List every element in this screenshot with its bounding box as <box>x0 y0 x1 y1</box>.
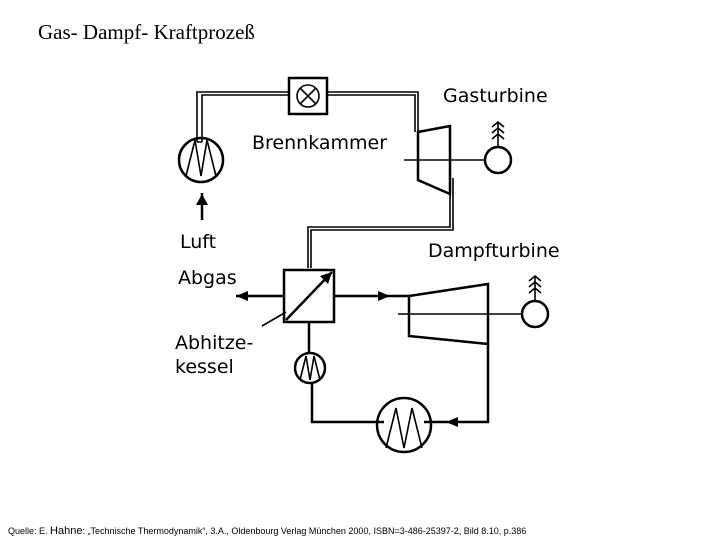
label-brennkammer: Brennkammer <box>252 132 387 154</box>
source-citation: Quelle: E. Hahne: „Technische Thermodyna… <box>8 525 526 537</box>
label-abgas: Abgas <box>178 267 237 289</box>
label-abhitze-line1: Abhitze- <box>175 332 253 354</box>
steam-cycle-piping <box>307 322 490 427</box>
source-rest: : „Technische Thermodynamik“, 3.A., Olde… <box>82 526 527 536</box>
gas-cycle-piping <box>196 91 454 268</box>
air-intake-arrow <box>196 194 208 205</box>
label-luft: Luft <box>180 231 216 253</box>
exhaust-arrow <box>236 291 248 301</box>
heat-recovery-boiler <box>236 268 409 327</box>
condenser <box>375 396 433 454</box>
source-author: Hahne <box>50 525 83 537</box>
gas-turbine <box>404 120 513 196</box>
compressor <box>177 136 225 184</box>
feed-pump <box>293 351 327 385</box>
page-title: Gas- Dampf- Kraftprozeß <box>38 20 255 44</box>
label-gasturbine: Gasturbine <box>443 85 548 107</box>
steam-turbine <box>398 274 550 346</box>
combustion-chamber <box>287 76 329 116</box>
label-abhitze-line2: kessel <box>175 356 234 378</box>
source-prefix: Quelle: E. <box>8 526 51 536</box>
label-dampfturbine: Dampfturbine <box>428 240 560 262</box>
